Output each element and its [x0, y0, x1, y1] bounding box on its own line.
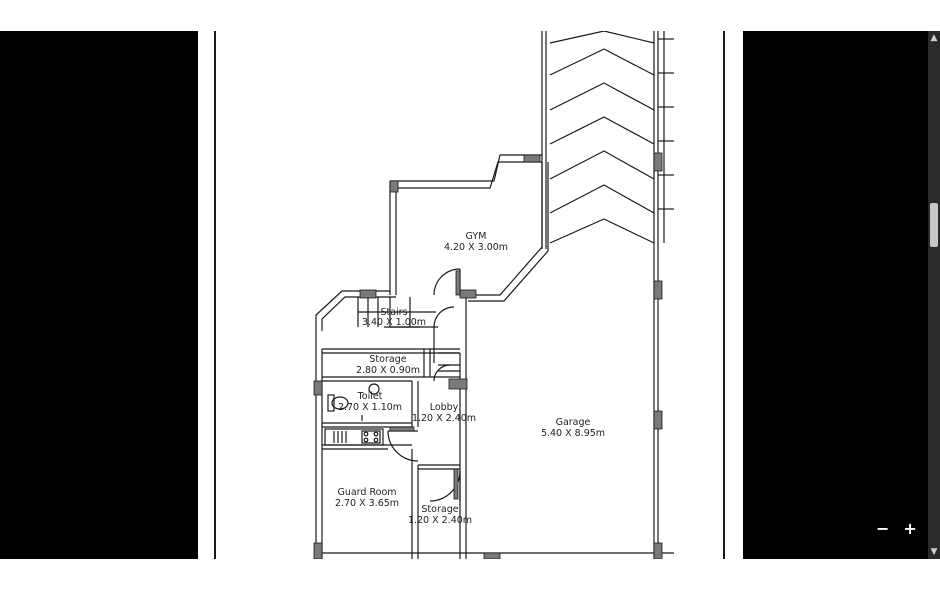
- lobby-size: 1.20 X 2.40m: [412, 413, 476, 424]
- zoom-controls: − +: [876, 521, 917, 537]
- scroll-up-arrow-icon[interactable]: ▲: [930, 33, 938, 43]
- toilet-size: 2.70 X 1.10m: [338, 402, 402, 413]
- storage-lower-size: 1.20 X 2.40m: [408, 515, 472, 526]
- minus-icon[interactable]: −: [876, 519, 890, 538]
- storage-upper-size: 2.80 X 0.90m: [356, 365, 420, 376]
- toilet-name: Toilet: [357, 391, 383, 402]
- plus-icon[interactable]: +: [903, 519, 917, 538]
- storage-lower-name: Storage: [421, 504, 458, 515]
- document-viewer: GYM 4.20 X 3.00m Stairs 3.40 X 1.00m Sto…: [0, 31, 940, 559]
- stairs-name: Stairs: [380, 307, 407, 318]
- ramp-chevrons: [549, 31, 674, 244]
- right-margin-panel: [743, 31, 928, 559]
- floor-plan-drawing: GYM 4.20 X 3.00m Stairs 3.40 X 1.00m Sto…: [313, 31, 674, 559]
- stairs-size: 3.40 X 1.00m: [362, 317, 426, 328]
- scroll-down-arrow-icon[interactable]: ▼: [930, 547, 938, 557]
- gym-name: GYM: [466, 231, 487, 242]
- garage-name: Garage: [556, 417, 591, 428]
- lobby-name: Lobby: [430, 402, 459, 413]
- gym-size: 4.20 X 3.00m: [444, 242, 508, 253]
- page-right-border: [723, 31, 725, 559]
- storage-upper-name: Storage: [369, 354, 406, 365]
- left-margin-panel: [0, 31, 198, 559]
- guard-room-name: Guard Room: [337, 487, 396, 498]
- structural-columns: [313, 152, 663, 559]
- guard-room-size: 2.70 X 3.65m: [335, 498, 399, 509]
- vertical-scrollbar[interactable]: ▲ ▼: [928, 31, 940, 559]
- garage-size: 5.40 X 8.95m: [541, 428, 605, 439]
- room-labels: GYM 4.20 X 3.00m Stairs 3.40 X 1.00m Sto…: [335, 231, 605, 526]
- scroll-thumb[interactable]: [930, 203, 938, 247]
- drawing-page: GYM 4.20 X 3.00m Stairs 3.40 X 1.00m Sto…: [198, 31, 743, 559]
- page-left-border: [214, 31, 216, 559]
